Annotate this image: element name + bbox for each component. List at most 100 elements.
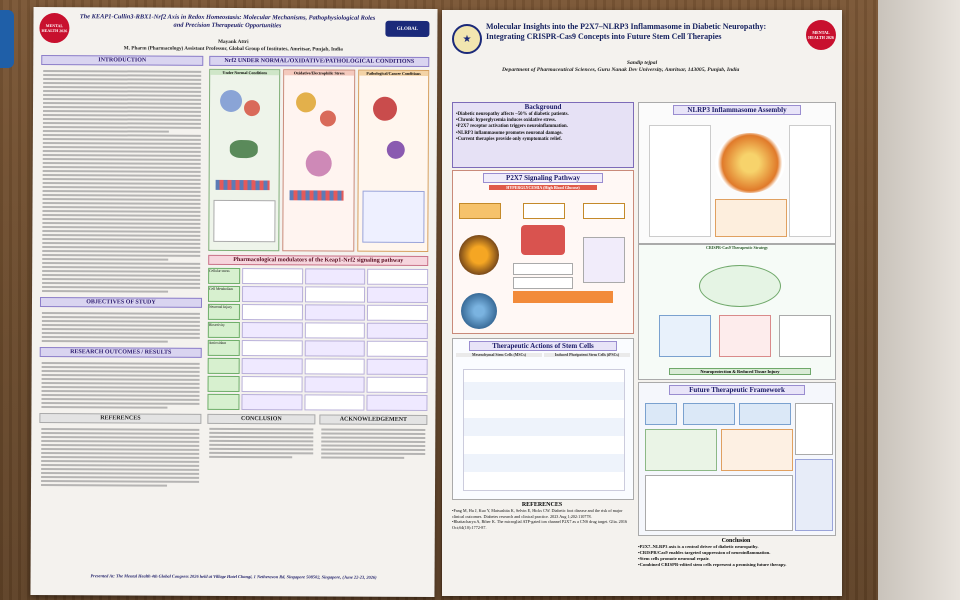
nucleus (305, 150, 333, 177)
panel-normal-label: Under Normal Conditions (210, 69, 280, 76)
conclusion-block-right: Conclusion •P2X7–NLRP3 axis is a central… (638, 538, 834, 590)
results-text (39, 357, 201, 414)
neuroprotection-label: Neuroprotection & Reduced Tissue Injury (669, 368, 811, 375)
background-list: •Diabetic neuropathy affects ~50% of dia… (453, 111, 633, 144)
stem-cell-flow (463, 369, 625, 491)
step-box (645, 403, 677, 425)
crispr-strategy: CRISPR-Cas9 Therapeutic Strategy Neuropr… (638, 244, 836, 380)
intro-text (40, 65, 203, 298)
acknowledgement-block: ACKNOWLEDGEMENT (319, 414, 428, 463)
poster-title: The KEAP1-Cullin3-RBX1-Nrf2 Axis in Redo… (79, 13, 376, 30)
reference-item: •Bhattacharya A, Biber K. The microglial… (452, 519, 628, 530)
p2x7-receptor (521, 225, 565, 255)
reference-item: •Fang M, Hu J, Kuo Y, Matsushita K, Selv… (452, 508, 623, 519)
background-point: •Diabetic neuropathy affects ~50% of dia… (456, 112, 569, 117)
references-block-right: REFERENCES •Fang M, Hu J, Kuo Y, Matsush… (452, 502, 632, 586)
pathway-legend (583, 237, 625, 283)
neuron-icon (461, 293, 497, 329)
inflammasome-icon (459, 235, 499, 275)
row-label: Bioactivity (207, 321, 240, 339)
ipsc-label: Induced Pluripotent Stem Cells (iPSCs) (544, 353, 630, 357)
step-box (739, 403, 791, 425)
university-emblem: ★ (452, 24, 482, 54)
proteasome (229, 139, 258, 159)
assembly-legend (789, 125, 831, 237)
cytokine-release (715, 199, 787, 237)
panel-oxidative: Oxidative/Electrophilic Stress (282, 69, 355, 252)
p2x7-heading: P2X7 Signaling Pathway (483, 173, 603, 183)
panel-normal: Under Normal Conditions (208, 68, 281, 252)
are-dna (289, 190, 344, 201)
background-point: •Chronic hyperglycemia induces oxidative… (456, 118, 556, 124)
stem-cells-section: Therapeutic Actions of Stem Cells Mesenc… (452, 338, 634, 500)
row-label: Antioxidant (207, 339, 240, 357)
modulators-heading: Pharmacological modulators of the Keap1-… (208, 254, 429, 267)
objectives-text (40, 307, 202, 348)
conditions-panels: Under Normal Conditions Oxidative/Electr… (208, 68, 430, 253)
references-heading-right: REFERENCES (521, 502, 563, 508)
crispr-label: CRISPR-Cas9 Therapeutic Strategy (706, 245, 768, 250)
keap1-protein (219, 89, 243, 113)
nlrp3-heading: NLRP3 Inflammasome Assembly (673, 105, 801, 115)
poster-keap1-nrf2: MENTAL HEALTH 2026 GLOBAL The KEAP1-Cull… (30, 6, 438, 598)
gene-edit-panel (659, 315, 711, 357)
mental-health-logo: MENTAL HEALTH 2026 (39, 12, 70, 44)
panel-pathological: Pathological/Cancer Conditions (356, 69, 430, 253)
nrf2-protein (243, 100, 261, 117)
background-point: •NLRP3 inflammasome promotes neuronal da… (456, 130, 563, 136)
background-heading: Background (524, 103, 562, 111)
background-box: Background •Diabetic neuropathy affects … (452, 102, 634, 168)
row-label: Cellular stress (208, 267, 241, 285)
outcome-panel (779, 315, 831, 357)
framework-sidebar (795, 403, 833, 455)
conclusion-point: •Stem cells promote neuronal repair. (638, 556, 710, 561)
mental-health-logo-right: MENTAL HEALTH 2026 (806, 20, 836, 50)
row-label: Cell Metabolism (208, 285, 241, 303)
white-wall (878, 0, 960, 600)
background-point: •P2X7 receptor activation triggers neuro… (456, 124, 568, 130)
delivery-panel (721, 429, 793, 471)
global-logo: GLOBAL (385, 20, 430, 38)
msc-label: Mesenchymal Stem Cells (MSCs) (456, 353, 542, 357)
normal-notes (213, 199, 276, 243)
oxidative-stress-box (459, 203, 501, 219)
dna-strand (215, 179, 270, 191)
nrf2-released (320, 110, 337, 127)
pathology-notes (361, 190, 425, 243)
nlrp3-assembly: NLRP3 Inflammasome Assembly (638, 102, 836, 244)
conclusion-heading: CONCLUSION (207, 413, 316, 425)
extracellular-atp-box (523, 203, 565, 219)
step-box (683, 403, 735, 425)
conclusion-block: CONCLUSION (207, 413, 316, 463)
blue-pinned-card (0, 10, 14, 68)
conclusion-heading-right: Conclusion (721, 538, 751, 544)
outcome-flow (645, 475, 793, 531)
panel-oxidative-label: Oxidative/Electrophilic Stress (284, 70, 354, 76)
conditions-section: Nrf2 UNDER NORMAL/OXIDATIVE/PATHOLOGICAL… (207, 55, 430, 463)
knockout-panel (719, 315, 771, 357)
conclusion-point: •P2X7–NLRP3 axis is a central driver of … (638, 544, 759, 549)
bottom-sections: CONCLUSION ACKNOWLEDGEMENT (207, 413, 428, 463)
references-text-left (39, 423, 201, 492)
engineering-panel (645, 429, 717, 471)
modulators-table: Cellular stress Cell Metabolism Neuronal… (207, 267, 429, 412)
cellular-injury-box (583, 203, 625, 219)
functional-recovery (795, 459, 833, 531)
p2x7-pathway: P2X7 Signaling Pathway HYPERGLYCEMIA (Hi… (452, 170, 634, 334)
panel-pathological-label: Pathological/Cancer Conditions (358, 70, 429, 77)
conclusion-point: •Combined CRISPR-edited stem cells repre… (638, 562, 787, 567)
ros-node (296, 92, 317, 113)
neuroinflammation-box (513, 291, 613, 303)
poster-p2x7-nlrp3: ★ MENTAL HEALTH 2026 Molecular Insights … (442, 10, 842, 596)
nf-kb-box (513, 277, 573, 289)
cancer-cell (372, 96, 397, 121)
poster-affiliation-right: Department of Pharmaceutical Sciences, G… (502, 67, 740, 73)
conclusion-point: •CRISPR/Cas9 enables targeted suppressio… (638, 550, 771, 555)
assembly-steps (649, 125, 711, 237)
hyperglycemia-banner: HYPERGLYCEMIA (High Blood Glucose) (489, 185, 597, 190)
mutant-keap1 (386, 140, 405, 159)
poster-affiliation: M. Pharm (Pharmacology) Assistant Profes… (123, 44, 343, 53)
poster-footer: Presented At: The Mental Health 4th Glob… (90, 573, 377, 580)
k-efflux-box (513, 263, 573, 275)
background-point: •Current therapies provide only symptoma… (456, 136, 562, 142)
